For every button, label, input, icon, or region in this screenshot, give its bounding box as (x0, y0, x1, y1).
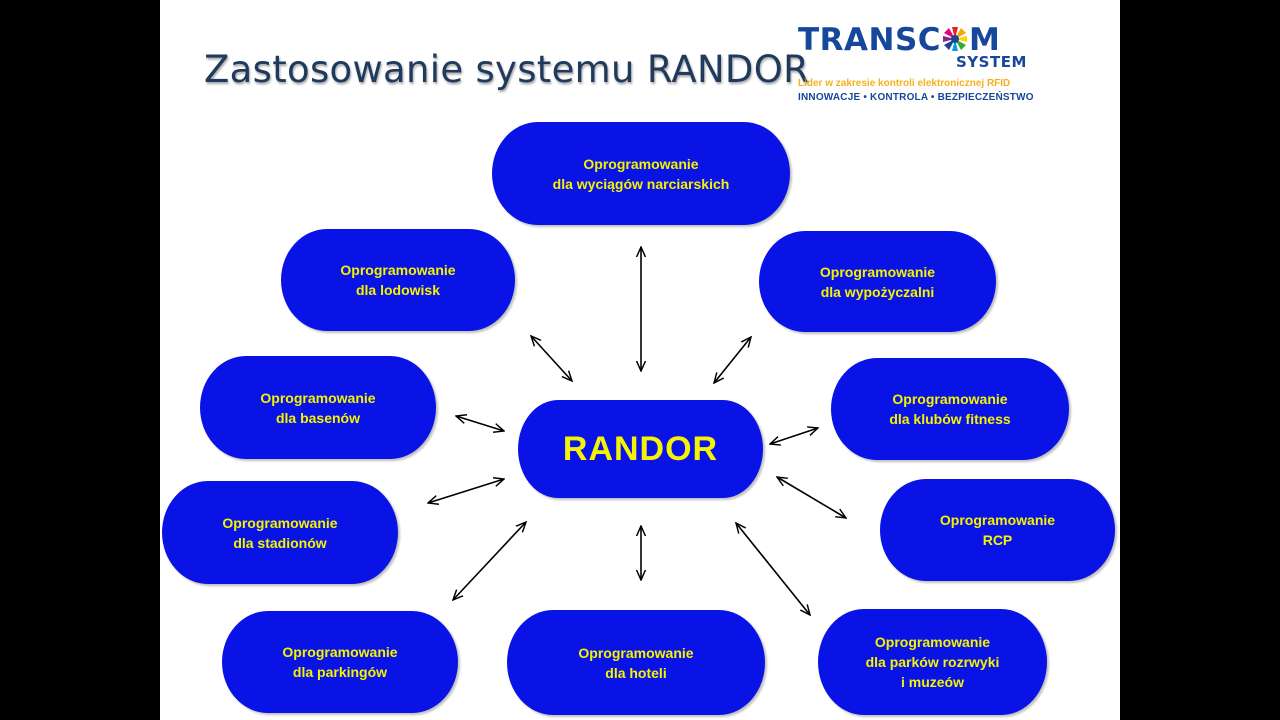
node-stadiums-label: Oprogramowanie dla stadionów (222, 514, 338, 551)
node-parks-museums: Oprogramowanie dla parków rozrwyki i muz… (818, 609, 1047, 715)
logo-wordmark-end: M (969, 22, 1001, 58)
node-ski-lifts-label: Oprogramowanie dla wyciągów narciarskich (552, 155, 730, 192)
arrow-parks (736, 523, 810, 615)
node-parks-museums-label: Oprogramowanie dla parków rozrwyki i muz… (865, 634, 1000, 690)
node-ice-rinks-label: Oprogramowanie dla lodowisk (340, 262, 456, 298)
logo-system-text: SYSTEM (956, 53, 1027, 71)
arrow-ice (531, 336, 572, 381)
node-rentals-label: Oprogramowanie dla wypożyczalni (819, 263, 936, 300)
node-ice-rinks: Oprogramowanie dla lodowisk (281, 229, 515, 331)
node-rcp-label: Oprogramowanie RCP (939, 512, 1056, 548)
node-randor-label: RANDOR (562, 430, 719, 468)
slide-title: Zastosowanie systemu RANDOR (204, 48, 810, 91)
slide: Zastosowanie systemu RANDOR TRANSC M (160, 0, 1120, 720)
node-parking: Oprogramowanie dla parkingów (222, 611, 458, 713)
node-parking-label: Oprogramowanie dla parkingów (282, 644, 398, 680)
node-hotels: Oprogramowanie dla hoteli (507, 610, 765, 715)
transcom-logo: TRANSC M SYSTEM Lider w zakresie kon (798, 22, 1098, 106)
logo-wordmark: TRANSC M (798, 22, 1000, 58)
node-rentals: Oprogramowanie dla wypożyczalni (759, 231, 996, 332)
node-rcp: Oprogramowanie RCP (880, 479, 1115, 581)
node-fitness-label: Oprogramowanie dla klubów fitness (889, 391, 1011, 427)
arrow-rcp (777, 477, 846, 518)
arrow-parking (453, 522, 526, 600)
arrow-rental (714, 337, 751, 383)
colorful-starburst-icon (942, 24, 968, 51)
logo-wordmark-start: TRANSC (798, 22, 942, 58)
logo-tagline: Lider w zakresie kontroli elektronicznej… (798, 78, 1011, 89)
node-ski-lifts: Oprogramowanie dla wyciągów narciarskich (492, 122, 790, 225)
node-hotels-label: Oprogramowanie dla hoteli (578, 644, 694, 681)
node-stadiums: Oprogramowanie dla stadionów (162, 481, 398, 584)
arrow-fitness (770, 428, 818, 444)
node-randor-center: RANDOR (518, 400, 763, 498)
node-pools-label: Oprogramowanie dla basenów (260, 389, 376, 426)
logo-motto: INNOWACJE • KONTROLA • BEZPIECZEŃSTWO (798, 92, 1034, 103)
node-fitness: Oprogramowanie dla klubów fitness (831, 358, 1069, 460)
arrow-pool (456, 416, 504, 431)
arrow-stadium (428, 479, 504, 503)
node-pools: Oprogramowanie dla basenów (200, 356, 436, 459)
connector-arrows (160, 0, 1120, 720)
